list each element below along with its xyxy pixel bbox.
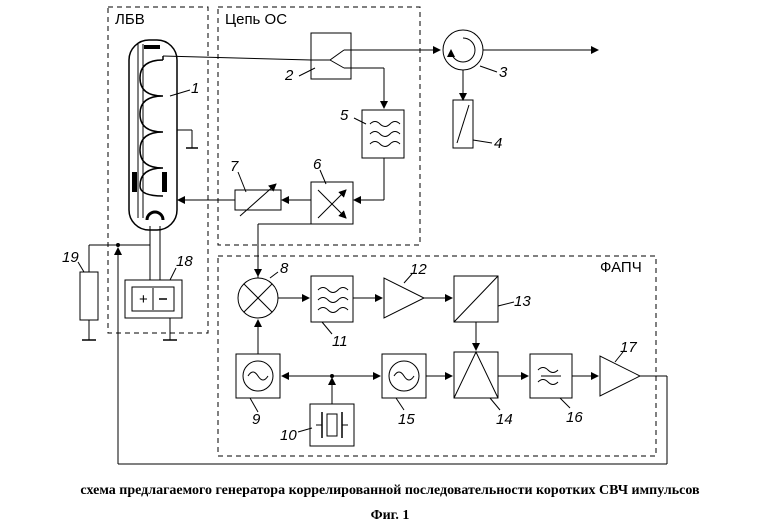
label-9: 9 [250, 398, 261, 428]
power-supply-18: + [125, 232, 182, 340]
figure-caption: схема предлагаемого генератора коррелиро… [0, 483, 780, 499]
crystal-oscillator-10 [310, 404, 354, 446]
lbv-label: ЛБВ [115, 11, 145, 28]
label-8: 8 [270, 260, 289, 278]
phase-detector-14 [454, 352, 498, 398]
filter-16 [530, 354, 572, 398]
attenuator-7 [235, 184, 281, 216]
circuit-diagram: ЛБВ Цепь ОС ФАПЧ + [0, 0, 780, 480]
label-2: 2 [284, 67, 315, 84]
amplifier-17 [600, 356, 640, 396]
svg-text:12: 12 [410, 261, 427, 278]
feedback-region [218, 7, 420, 245]
label-7: 7 [230, 158, 246, 192]
label-15: 15 [396, 398, 415, 428]
svg-text:15: 15 [398, 411, 415, 428]
label-3: 3 [480, 64, 508, 81]
svg-text:5: 5 [340, 107, 349, 124]
svg-text:16: 16 [566, 409, 583, 426]
svg-text:13: 13 [514, 293, 531, 310]
filter-11 [311, 276, 353, 322]
svg-text:+: + [139, 291, 148, 308]
label-14: 14 [490, 398, 513, 428]
label-12: 12 [404, 261, 427, 283]
figure-number: Фиг. 1 [0, 508, 780, 524]
svg-text:2: 2 [284, 67, 294, 84]
svg-text:14: 14 [496, 411, 513, 428]
svg-text:7: 7 [230, 158, 239, 175]
svg-text:19: 19 [62, 249, 79, 266]
label-4: 4 [473, 135, 502, 152]
svg-text:17: 17 [620, 339, 637, 356]
feedback-label: Цепь ОС [225, 11, 287, 28]
circulator-3 [443, 30, 483, 70]
oscillator-9 [236, 354, 280, 398]
load-4 [453, 100, 473, 148]
svg-text:6: 6 [313, 156, 322, 173]
svg-text:1: 1 [191, 80, 199, 97]
svg-text:10: 10 [280, 427, 297, 444]
svg-text:11: 11 [332, 333, 348, 350]
pll-label: ФАПЧ [600, 259, 642, 276]
label-16: 16 [560, 398, 583, 426]
svg-text:4: 4 [494, 135, 502, 152]
twt-tube [129, 40, 198, 232]
amplifier-12 [384, 278, 424, 318]
svg-text:3: 3 [499, 64, 508, 81]
coupler-2 [311, 33, 351, 79]
label-6: 6 [313, 156, 326, 184]
svg-text:8: 8 [280, 260, 289, 277]
svg-text:18: 18 [176, 253, 193, 270]
svg-text:9: 9 [252, 411, 261, 428]
label-18: 18 [170, 253, 193, 280]
oscillator-15 [382, 354, 426, 398]
label-13: 13 [498, 293, 531, 310]
label-17: 17 [615, 339, 637, 362]
label-19: 19 [62, 249, 84, 272]
label-1: 1 [170, 80, 199, 97]
mixer-8 [238, 278, 278, 318]
filter-5 [362, 110, 404, 158]
phase-shifter-6 [311, 182, 353, 224]
label-10: 10 [280, 427, 312, 444]
converter-13 [454, 276, 498, 322]
pll-region [218, 256, 656, 456]
lbv-region [108, 7, 208, 333]
label-11: 11 [322, 322, 348, 350]
